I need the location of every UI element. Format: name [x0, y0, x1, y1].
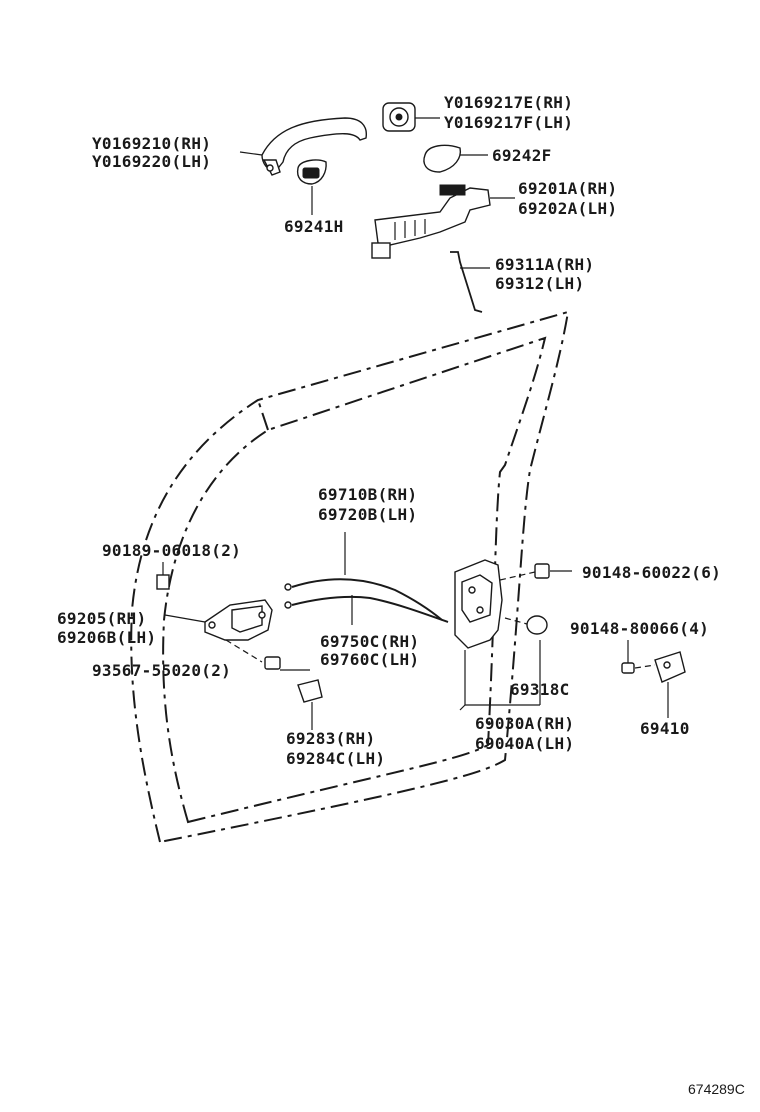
door-outline	[130, 310, 570, 844]
label-90148-80066: 90148-80066(4)	[570, 619, 709, 638]
lock-rod-part	[450, 251, 490, 313]
leader-lines	[164, 151, 466, 711]
key-cylinder-part	[382, 102, 440, 132]
part-labels: Y0169210(RH) Y0169220(LH) Y0169217E(RH) …	[57, 93, 745, 1097]
label-69206b-lh: 69206B(LH)	[57, 628, 156, 647]
inside-handle-part	[204, 599, 273, 641]
label-69750c-rh: 69750C(RH)	[320, 632, 419, 651]
label-69720b-lh: 69720B(LH)	[318, 505, 417, 524]
label-69410: 69410	[640, 719, 690, 738]
label-69201a-rh: 69201A(RH)	[518, 179, 617, 198]
label-69241h: 69241H	[284, 217, 344, 236]
label-69284c-lh: 69284C(LH)	[286, 749, 385, 768]
label-69318c: 69318C	[510, 680, 570, 699]
outside-handle-part	[261, 117, 367, 176]
label-69710b-rh: 69710B(RH)	[318, 485, 417, 504]
screw-part	[225, 639, 310, 671]
label-69202a-lh: 69202A(LH)	[518, 199, 617, 218]
label-69760c-lh: 69760C(LH)	[320, 650, 419, 669]
lock-cables-part	[284, 532, 449, 625]
cushion-part	[504, 615, 548, 635]
handle-pad-part	[423, 144, 488, 173]
label-90148-60022: 90148-60022(6)	[582, 563, 721, 582]
diagram-id: 674289C	[688, 1081, 745, 1097]
label-y0169217f-lh: Y0169217F(LH)	[444, 113, 573, 132]
label-y0169217e-rh: Y0169217E(RH)	[444, 93, 573, 112]
label-93567-55020: 93567-55020(2)	[92, 661, 231, 680]
label-69040a-lh: 69040A(LH)	[475, 734, 574, 753]
striker-part	[654, 651, 686, 718]
cover-part	[297, 679, 323, 730]
label-y0169220-lh: Y0169220(LH)	[92, 152, 211, 171]
handle-frame-part	[371, 184, 515, 259]
striker-screw-part	[621, 640, 656, 674]
clip-part	[156, 562, 170, 590]
door-lock-assembly-part	[454, 559, 541, 706]
label-69311a-rh: 69311A(RH)	[495, 255, 594, 274]
label-69205-rh: 69205(RH)	[57, 609, 146, 628]
label-69283-rh: 69283(RH)	[286, 729, 375, 748]
lock-screw-part	[534, 563, 572, 579]
label-y0169210-rh: Y0169210(RH)	[92, 134, 211, 153]
label-69312-lh: 69312(LH)	[495, 274, 584, 293]
label-90189-06018: 90189-06018(2)	[102, 541, 241, 560]
label-69242f: 69242F	[492, 146, 552, 165]
small-pad-part	[296, 159, 327, 215]
label-69030a-rh: 69030A(RH)	[475, 714, 574, 733]
